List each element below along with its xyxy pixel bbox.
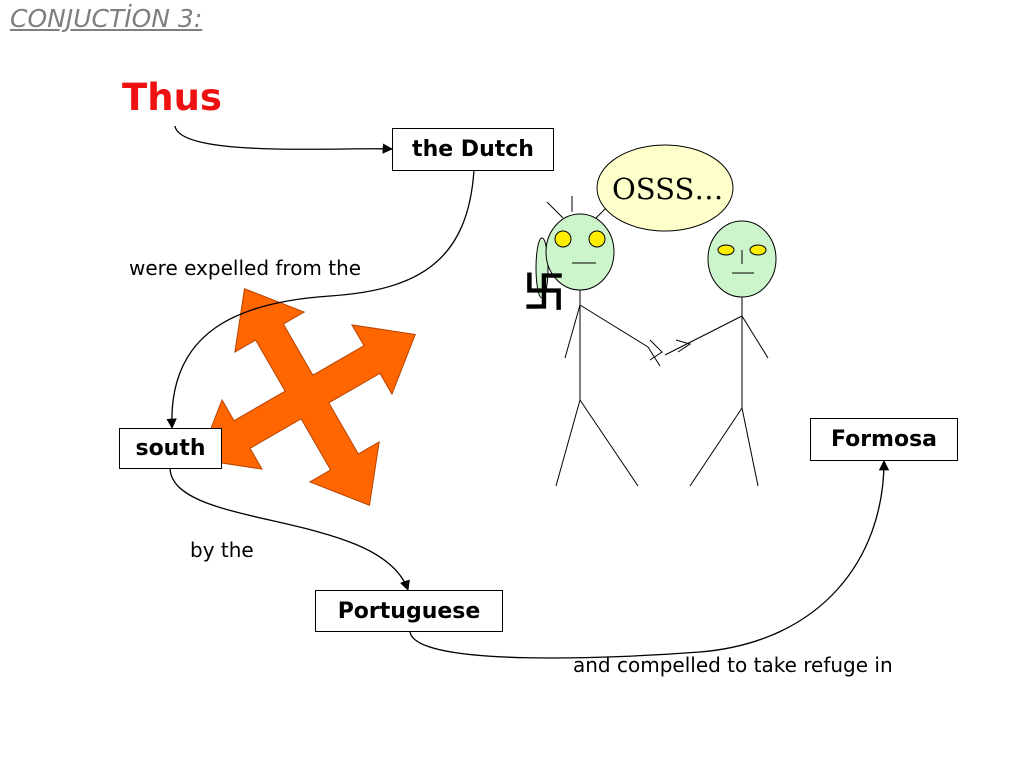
connector-south-to-portuguese	[169, 467, 410, 591]
connector-label-expelled: were expelled from the	[129, 256, 362, 280]
node-portuguese: Portuguese	[315, 590, 503, 632]
slide-title: CONJUCTİON 3:	[10, 4, 203, 33]
node-south: south	[119, 428, 222, 469]
compass-arrow-shape	[198, 288, 416, 506]
stick-figure-right-icon	[664, 220, 777, 487]
node-formosa: Formosa	[810, 418, 958, 461]
connector-portuguese-to-formosa	[409, 459, 890, 659]
four-way-compass-arrow-icon	[198, 288, 416, 506]
connector-label-refuge: and compelled to take refuge in	[573, 653, 893, 677]
connector-dutch-to-south	[166, 169, 475, 430]
connector-thus-to-dutch	[174, 125, 394, 154]
lead-word: Thus	[122, 76, 222, 119]
stick-figure-left-icon	[535, 196, 663, 487]
node-the-dutch: the Dutch	[392, 128, 554, 171]
connector-label-by-the: by the	[190, 538, 254, 562]
speech-bubble-text: OSSS…	[612, 172, 724, 206]
swastika-icon: 卐	[523, 268, 565, 317]
